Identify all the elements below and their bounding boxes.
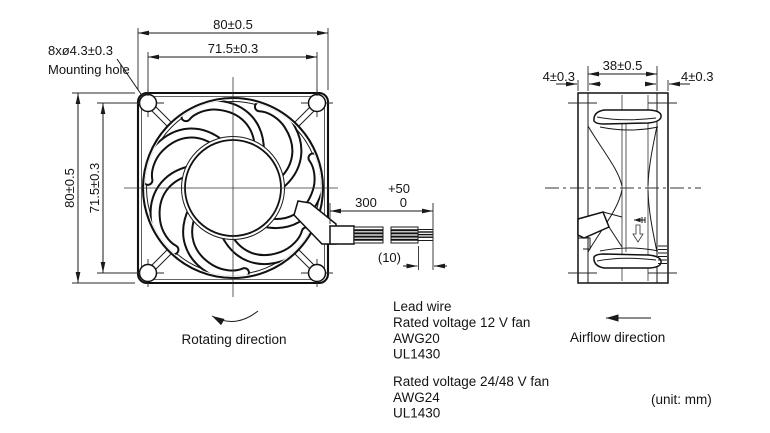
note-ul1430-a: UL1430 [393, 347, 440, 362]
dim-text-flange-right: 4±0.3 [681, 69, 713, 84]
wire-section-a [353, 226, 384, 244]
note-awg20: AWG20 [393, 331, 440, 346]
dim-text-hole-pitch-height: 71.5±0.3 [87, 163, 102, 214]
mounting-hole-callout: 8xø4.3±0.3 Mounting hole [48, 43, 144, 98]
side-mount-ticks [568, 102, 677, 274]
airflow-direction: Airflow direction [570, 314, 665, 345]
blade-section-top [593, 109, 662, 131]
dim-outer-width: 80±0.5 [137, 17, 329, 90]
dim-hole-pitch-height: 71.5±0.3 [87, 102, 140, 274]
dim-outer-height: 80±0.5 [62, 92, 135, 284]
rotating-direction-arrow [211, 310, 259, 326]
note-rated-24-48v: Rated voltage 24/48 V fan [393, 374, 549, 389]
note-ul1430-b: UL1430 [393, 406, 440, 421]
impeller [145, 100, 321, 276]
blade-section-bottom [593, 247, 662, 269]
dim-depth: 38±0.5 4±0.3 4±0.3 [543, 58, 713, 91]
terminal-hatch [658, 245, 667, 264]
rotating-direction-label: Rotating direction [181, 332, 286, 347]
dim-text-wire-tol-upper: +50 [388, 181, 410, 196]
side-wire-exit [577, 211, 623, 250]
molded-arrows [632, 217, 646, 243]
dim-wire-length: 300 +50 0 [329, 181, 434, 270]
note-rated-12v: Rated voltage 12 V fan [393, 315, 530, 330]
airflow-direction-label: Airflow direction [570, 330, 665, 345]
front-view: 80±0.5 71.5±0.3 80±0.5 71.5±0.3 8xø4.3±0… [48, 17, 338, 347]
wire-section-b [390, 226, 419, 244]
dim-strip-length: (10) [378, 246, 447, 270]
centerlines [124, 77, 338, 297]
lead-wire-drawing: 300 +50 0 (10) Lead wire Rated voltage 1… [329, 181, 549, 421]
unit-note: (unit: mm) [651, 392, 712, 407]
dim-text-outer-height: 80±0.5 [62, 168, 77, 208]
dim-text-depth: 38±0.5 [603, 58, 643, 73]
dim-text-hole-pitch-width: 71.5±0.3 [208, 41, 259, 56]
mounting-hole-spec-text: 8xø4.3±0.3 [48, 43, 113, 58]
dim-text-outer-width: 80±0.5 [213, 17, 253, 32]
mounting-hole [301, 259, 333, 287]
wire-stripped-end [417, 229, 434, 241]
venturi-profile [587, 125, 658, 253]
rotating-direction: Rotating direction [181, 310, 287, 347]
wire-sleeve [329, 225, 355, 245]
note-awg24: AWG24 [393, 390, 440, 405]
dim-text-strip-length: (10) [378, 250, 401, 265]
mounting-hole-label-text: Mounting hole [48, 62, 130, 77]
dim-text-flange-left: 4±0.3 [543, 69, 575, 84]
dim-hole-pitch-width: 71.5±0.3 [147, 41, 318, 96]
side-view: 38±0.5 4±0.3 4±0.3 Airflow direction [543, 58, 714, 345]
dim-text-wire-length: 300 [355, 195, 377, 210]
dim-text-wire-tol-lower: 0 [400, 195, 407, 210]
corner-gussets [150, 105, 316, 271]
lead-wire-notes: Lead wire Rated voltage 12 V fan AWG20 U… [393, 299, 549, 421]
note-lead-wire: Lead wire [393, 299, 452, 314]
